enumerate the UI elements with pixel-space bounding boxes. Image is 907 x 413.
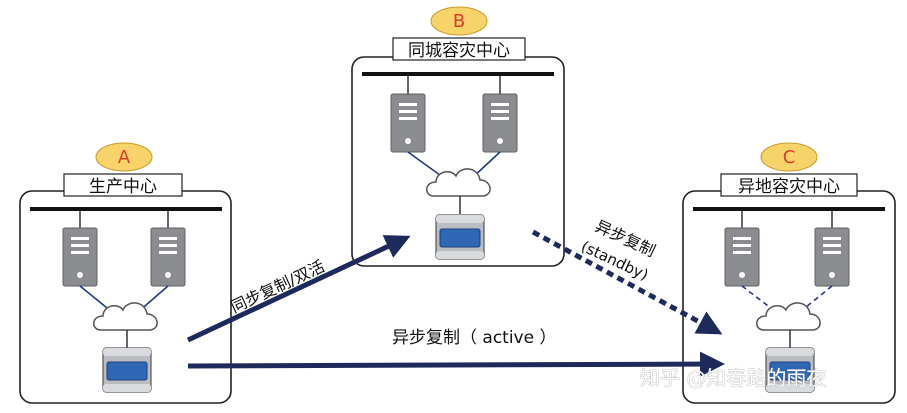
- site-b-badge-label: B: [453, 11, 465, 32]
- site-a: A 生产中心: [19, 142, 232, 404]
- site-c-title: 异地容灾中心: [738, 177, 840, 197]
- site-c-bus-line: [693, 207, 885, 211]
- database-icon: [102, 347, 152, 393]
- async-active-arrow: [187, 351, 725, 377]
- site-b-bus-line: [362, 72, 554, 76]
- site-a-title: 生产中心: [89, 177, 157, 197]
- site-b-badge: [430, 6, 488, 36]
- sync-replication-arrow: [186, 235, 411, 343]
- server-icon: [390, 93, 426, 153]
- database-icon: [435, 214, 485, 260]
- sync-replication-label: 同步复制/双活: [228, 257, 328, 317]
- site-a-bus-line: [30, 207, 222, 211]
- server-icon: [62, 227, 98, 287]
- site-a-badge: [95, 142, 153, 172]
- server-icon: [724, 227, 760, 287]
- async-active-label: 异步复制（ active ）: [392, 328, 556, 348]
- site-c-badge-label: C: [783, 147, 796, 168]
- site-c-title-box: [720, 173, 858, 197]
- site-a-badge-label: A: [118, 147, 131, 168]
- watermark-text: 知乎 @知春路的雨夜: [640, 366, 826, 390]
- server-icon: [150, 227, 186, 287]
- site-a-title-box: [63, 173, 183, 197]
- site-c-badge: [760, 142, 818, 172]
- server-icon: [482, 93, 518, 153]
- server-icon: [814, 227, 850, 287]
- site-b-title: 同城容灾中心: [408, 41, 510, 61]
- site-b-title-box: [392, 37, 526, 61]
- site-c: C 异地容灾中心: [682, 142, 896, 404]
- site-b: B 同城容灾中心: [351, 6, 565, 267]
